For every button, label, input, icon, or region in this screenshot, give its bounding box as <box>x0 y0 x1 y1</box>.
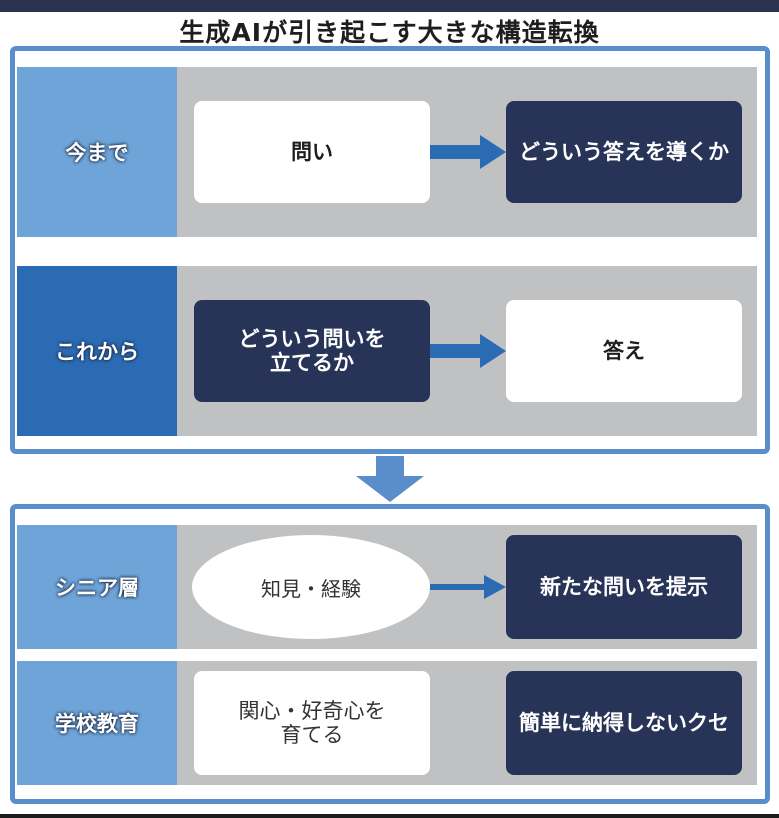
row-label-school: 学校教育 <box>17 661 177 785</box>
row-until-now: 今まで 問い どういう答えを導くか <box>17 67 757 237</box>
question-box: 問い <box>194 101 430 203</box>
row-from-now: これから どういう問いを立てるか 答え <box>17 266 757 436</box>
right-arrow-icon <box>430 575 506 599</box>
row-label-until-now: 今まで <box>17 67 177 237</box>
down-arrow-icon <box>356 456 424 502</box>
skeptical-habit-box: 簡単に納得しないクセ <box>506 671 742 775</box>
curiosity-box: 関心・好奇心を育てる <box>194 671 430 775</box>
right-arrow-icon <box>430 135 506 169</box>
what-question-line-2: 立てるか <box>270 351 354 375</box>
curiosity-line-2: 育てる <box>280 723 344 747</box>
knowledge-experience-ellipse: 知見・経験 <box>192 535 430 639</box>
right-arrow-icon <box>430 334 506 368</box>
row-label-senior: シニア層 <box>17 525 177 649</box>
how-to-answer-box: どういう答えを導くか <box>506 101 742 203</box>
row-label-from-now: これから <box>17 266 177 436</box>
curiosity-line-1: 関心・好奇心を <box>238 698 386 723</box>
new-question-box: 新たな問いを提示 <box>506 535 742 639</box>
what-question-line-1: どういう問いを <box>238 326 386 351</box>
diagram-title: 生成AIが引き起こす大きな構造転換 <box>179 18 600 47</box>
row-school: 学校教育 関心・好奇心を育てる 簡単に納得しないクセ <box>17 661 757 785</box>
what-question-box: どういう問いを立てるか <box>194 300 430 402</box>
row-senior: シニア層 知見・経験 新たな問いを提示 <box>17 525 757 649</box>
answer-box: 答え <box>506 300 742 402</box>
